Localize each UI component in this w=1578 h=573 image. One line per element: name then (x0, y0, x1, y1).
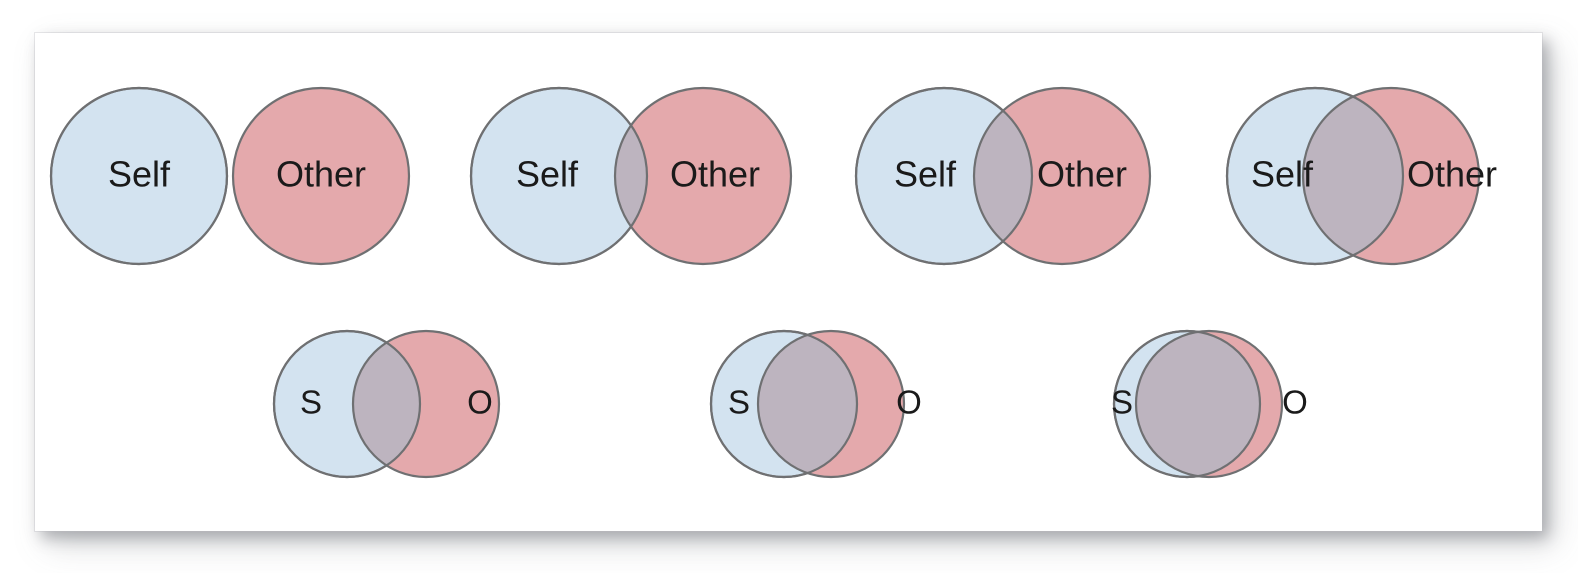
overlap-region (1136, 331, 1260, 477)
self-circle-outline (709, 329, 859, 479)
self-circle-outline (854, 86, 1034, 266)
self-label: Self (1251, 154, 1314, 195)
other-label: Other (1037, 154, 1127, 195)
other-label: Other (1407, 154, 1497, 195)
self-label: Self (894, 154, 957, 195)
venn-pair-1 (49, 86, 411, 266)
self-label: Self (108, 154, 171, 195)
venn-pair-7 (1112, 329, 1284, 479)
other-circle-outline (756, 329, 906, 479)
self-circle-outline (272, 329, 422, 479)
venn-pair-3 (854, 86, 1152, 266)
other-circle (233, 88, 409, 264)
other-circle-outline (1134, 329, 1284, 479)
self-label: Self (516, 154, 579, 195)
self-label: S (728, 384, 750, 421)
other-label: Other (276, 154, 366, 195)
other-label: O (896, 384, 922, 421)
other-circle-outline (351, 329, 501, 479)
venn-pair-2 (469, 86, 793, 266)
other-circle-outline (1301, 86, 1481, 266)
self-circle-outline (469, 86, 649, 266)
other-label: Other (670, 154, 760, 195)
venn-pair-6 (709, 329, 906, 479)
overlap-region (1303, 88, 1403, 264)
overlap-region (974, 88, 1032, 264)
other-label: O (467, 384, 493, 421)
overlap-region (353, 331, 420, 477)
other-circle-outline (613, 86, 793, 266)
self-label: S (300, 384, 322, 421)
other-circle-outline (231, 86, 411, 266)
venn-pair-5 (272, 329, 501, 479)
overlap-region (758, 331, 857, 477)
other-label: O (1282, 384, 1308, 421)
self-circle-outline (1225, 86, 1405, 266)
venn-pair-4 (1225, 86, 1481, 266)
self-circle-outline (1112, 329, 1262, 479)
self-label: S (1111, 384, 1133, 421)
self-circle-outline (49, 86, 229, 266)
other-circle (615, 88, 791, 264)
other-circle-outline (972, 86, 1152, 266)
